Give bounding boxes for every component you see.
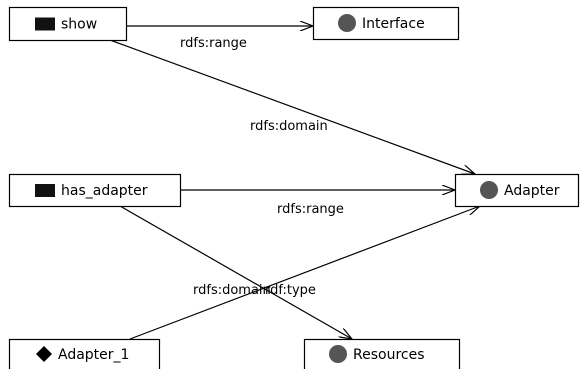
class-circle-icon [480,181,498,199]
node-label: show [61,17,97,33]
edge-label-show-range: rdfs:range [180,36,247,51]
node-box [454,173,580,208]
node-label: Interface [362,16,425,32]
individual-diamond-icon [36,346,52,362]
node-show[interactable]: show [8,6,128,42]
node-box [8,173,182,208]
edge-labels-layer: rdfs:range rdfs:domain rdfs:range rdfs:doma… [180,36,344,298]
edge-show-domain [109,39,475,174]
property-square-icon [35,184,55,197]
node-label: Adapter [504,183,560,199]
class-circle-icon [329,345,347,363]
nodes-layer: show Interface has_adapter AdapterAdapter_1… [8,6,580,369]
node-resources[interactable]: Resources [303,338,461,369]
node-box [312,6,460,41]
node-adapter_1[interactable]: Adapter_1 [8,338,161,369]
class-circle-icon [338,14,356,32]
edge-label-has_adapter-domain: rdfs:domain [193,283,271,298]
node-label: Resources [353,347,425,363]
node-label: has_adapter [61,183,148,199]
node-box [8,338,161,369]
edge-label-has_adapter-range: rdfs:range [277,202,344,217]
node-interface[interactable]: Interface [312,6,460,41]
edge-label-show-domain: rdfs:domain [250,119,328,134]
node-has_adapter[interactable]: has_adapter [8,173,182,208]
node-box [8,6,128,42]
edge-adapter_1-type [129,206,480,340]
edges-layer [109,26,480,340]
edge-label-adapter_1-type: rdf:type [265,283,316,298]
node-adapter[interactable]: Adapter [454,173,580,208]
edge-has_adapter-domain [119,205,352,339]
property-square-icon [35,17,55,31]
node-label: Adapter_1 [58,347,129,363]
